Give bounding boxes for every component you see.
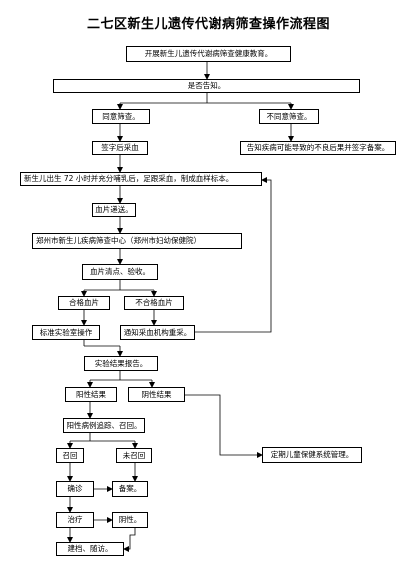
blood-sampling-box: 新生儿出生 72 小时并充分哺乳后，足跟采血，制成血样标本。 [20, 172, 262, 186]
page-title: 二七区新生儿遗传代谢病筛查操作流程图 [86, 17, 330, 32]
sign-collect-box: 签字后采血 [92, 141, 148, 155]
agree-box: 同意筛查。 [92, 109, 150, 124]
sample-check-box: 血片清点、验收。 [82, 264, 158, 280]
deliver-box: 血片递送。 [92, 203, 136, 217]
archive-followup-box: 建档、随访。 [56, 542, 124, 556]
confirmed-box: 确诊 [56, 481, 94, 497]
unqualified-box: 不合格血片 [124, 296, 184, 310]
consent-question-box: 是否告知。 [53, 79, 360, 93]
positive-recall-box: 阳性病例追踪、召回。 [63, 418, 145, 433]
positive-result-box: 阳性结果 [65, 387, 117, 402]
result-report-box: 实验结果报告。 [84, 356, 158, 371]
inform-consequence-box: 告知疾病可能导致的不良后果并签字备案。 [240, 141, 396, 155]
qualified-box: 合格血片 [58, 296, 110, 310]
child-care-box: 定期儿童保健系统管理。 [262, 447, 362, 463]
disagree-box: 不同意筛查。 [259, 109, 319, 124]
negative-result-box: 阴性结果 [128, 387, 185, 402]
recall-sample-box: 通知采血机构重采。 [120, 325, 195, 340]
treatment-box: 治疗 [56, 512, 94, 528]
filed-box: 备案。 [112, 481, 148, 497]
negative-outcome-box: 阴性。 [112, 512, 148, 528]
health-education-box: 开展新生儿遗传代谢病筛查健康教育。 [126, 46, 291, 62]
recalled-box: 召回 [56, 448, 84, 463]
lab-test-box: 标准实验室操作 [32, 325, 100, 340]
not-recalled-box: 未召回 [116, 448, 152, 463]
screening-center-box: 郑州市新生儿疾病筛查中心（郑州市妇幼保健院） [32, 233, 242, 249]
